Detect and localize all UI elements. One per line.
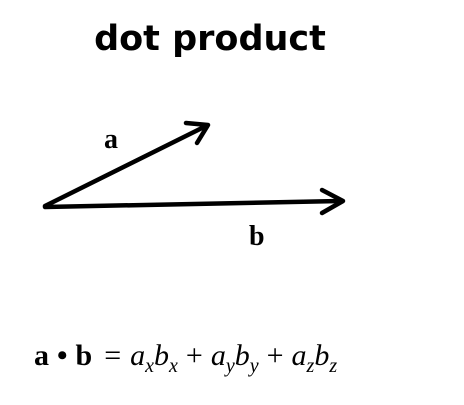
vector-b-shaft (42, 198, 343, 210)
vector-a-arrow (42, 120, 211, 209)
vector-b-arrow (42, 187, 346, 216)
vector-a-shaft (42, 124, 207, 209)
term-2-subscript-1: y (224, 355, 235, 377)
vector-b-arrowhead (319, 187, 346, 216)
page-title: dot product (94, 19, 326, 59)
term-3-factor-1: a (292, 339, 307, 372)
term-3-subscript-1: z (306, 355, 315, 377)
term-3-factor-2: b (314, 339, 329, 372)
equation-lhs-a: a (34, 339, 49, 372)
term-1-factor-2: b (154, 339, 169, 372)
term-2-subscript-2: y (248, 355, 259, 377)
equation-equals: = (104, 339, 121, 372)
term-1-subscript-1: x (144, 355, 154, 377)
vector-a-arrowhead (183, 120, 211, 146)
term-2-factor-1: a (211, 339, 226, 372)
equation-line: a•b=axbx+ayby+azbz (34, 339, 337, 377)
term-2-factor-2: b (235, 339, 250, 372)
equation-plus-2: + (267, 339, 284, 372)
vector-a-label: a (104, 124, 118, 155)
term-1-factor-1: a (130, 339, 145, 372)
equation-dot-operator: • (57, 339, 68, 372)
equation-plus-1: + (186, 339, 203, 372)
equation-lhs-b: b (76, 339, 93, 372)
dot-product-equation: a•b=axbx+ayby+azbz (34, 339, 337, 377)
vector-b-label: b (249, 221, 265, 252)
term-3-subscript-2: z (328, 355, 337, 377)
term-1-subscript-2: x (168, 355, 178, 377)
